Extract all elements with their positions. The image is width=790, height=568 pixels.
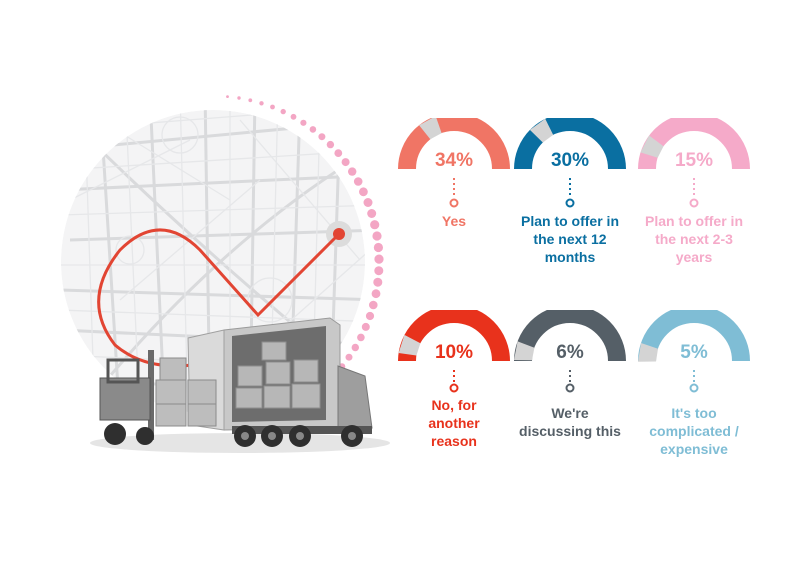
gauge-label-line: No, for <box>431 397 477 413</box>
gauge-next-2-3-graphic <box>638 118 750 208</box>
gauge-label-line: reason <box>431 433 477 449</box>
gauge-label-line: the next 2-3 <box>655 231 733 247</box>
gauge-percentage: 6% <box>556 342 584 363</box>
gauge-marker <box>640 135 664 158</box>
gauge-next-12-graphic <box>514 118 626 208</box>
gauge-label-line: years <box>675 249 713 265</box>
forklift <box>99 350 217 445</box>
gauge-label-line: complicated / <box>649 423 739 439</box>
gauge-label-line: Plan to offer in <box>521 213 619 229</box>
arc-dot <box>248 98 253 103</box>
arc-dot <box>373 277 383 287</box>
gauge-label: We're discussing this <box>506 404 634 440</box>
gauge-marker <box>398 334 421 356</box>
gauge-percentage: 5% <box>680 342 708 363</box>
arc-dot <box>259 101 264 106</box>
gauge-arc <box>514 310 626 362</box>
gauge-marker <box>529 118 554 143</box>
map-truck-illustration <box>61 95 390 453</box>
gauge-end-dot <box>449 198 459 208</box>
arc-dot <box>237 96 241 100</box>
gauge-percentage: 15% <box>674 150 714 171</box>
gauge-no-graphic <box>398 310 510 393</box>
arc-dot <box>359 187 368 197</box>
arc-dot <box>372 231 382 241</box>
arc-dot <box>363 198 373 207</box>
gauge-complicated-graphic <box>638 310 750 393</box>
arc-dot <box>345 353 353 361</box>
gauge-label-line: discussing this <box>519 423 621 439</box>
arc-dot <box>226 95 229 98</box>
arc-dot <box>348 167 357 176</box>
arc-dot <box>373 242 383 253</box>
gauge-label-line: We're <box>551 405 589 421</box>
gauge-end-dot <box>565 383 575 393</box>
gauge-marker <box>419 118 442 140</box>
gauge-label: Yes <box>390 212 518 230</box>
arc-dot <box>309 126 317 133</box>
arc-dot <box>370 220 380 230</box>
gauge-end-dot <box>565 198 575 208</box>
gauge-plan-next-2-3-years: 15% Plan to offer in the next 2-3 years <box>634 118 754 318</box>
gauge-marker <box>638 343 658 362</box>
gauge-label-line: Yes <box>441 213 467 229</box>
arc-dot <box>334 149 343 158</box>
gauge-arc <box>514 118 626 170</box>
gauge-label-line: expensive <box>660 441 728 457</box>
gauge-yes: 34% Yes <box>394 118 514 318</box>
gauge-discussing-graphic <box>514 310 626 393</box>
arc-dot <box>374 254 384 264</box>
gauge-plan-next-12-months: 30% Plan to offer in the next 12 months <box>510 118 630 318</box>
gauge-label-line: It's too <box>671 405 717 421</box>
gauge-label-line: Plan to offer in <box>645 213 743 229</box>
arc-dot <box>326 140 335 149</box>
gauge-label-line: another <box>428 415 480 431</box>
arc-dot <box>371 289 381 299</box>
arc-dot <box>361 322 370 331</box>
arc-dot <box>351 343 359 352</box>
arc-dot <box>270 104 275 110</box>
arc-dot <box>374 266 384 276</box>
gauge-label-line: the next 12 <box>533 231 607 247</box>
gauge-label: Plan to offer in the next 2-3 years <box>630 212 758 266</box>
gauge-percentage: 30% <box>550 150 590 171</box>
arc-dot <box>357 333 365 342</box>
delivery-truck <box>90 317 390 453</box>
gauge-discussing: 6% We're discussing this <box>510 310 630 510</box>
gauge-no-another-reason: 10% No, for another reason <box>394 310 514 510</box>
gauge-end-dot <box>689 198 699 208</box>
gauge-label: Plan to offer in the next 12 months <box>506 212 634 266</box>
gauge-arc <box>398 118 510 170</box>
arc-dot <box>365 311 375 321</box>
arc-dot <box>341 158 350 167</box>
arc-dot <box>280 108 286 115</box>
gauge-percentage: 10% <box>434 342 474 363</box>
gauge-end-dot <box>689 383 699 393</box>
gauge-marker <box>514 341 535 361</box>
gauge-yes-graphic <box>398 118 510 208</box>
arc-dot <box>367 209 377 218</box>
pink-dotted-arc <box>226 95 384 417</box>
arc-dot <box>290 113 297 120</box>
gauge-too-complicated: 5% It's too complicated / expensive <box>634 310 754 510</box>
gauge-label: It's too complicated / expensive <box>630 404 758 458</box>
gauge-label: No, for another reason <box>390 396 518 450</box>
arc-dot <box>300 119 307 126</box>
arc-dot <box>353 177 363 186</box>
gauge-percentage: 34% <box>434 150 474 171</box>
gauge-end-dot <box>449 383 459 393</box>
gauge-arc <box>638 310 750 362</box>
arc-dot <box>369 300 378 310</box>
arc-dot <box>318 133 326 141</box>
gauge-label-line: months <box>544 249 596 265</box>
